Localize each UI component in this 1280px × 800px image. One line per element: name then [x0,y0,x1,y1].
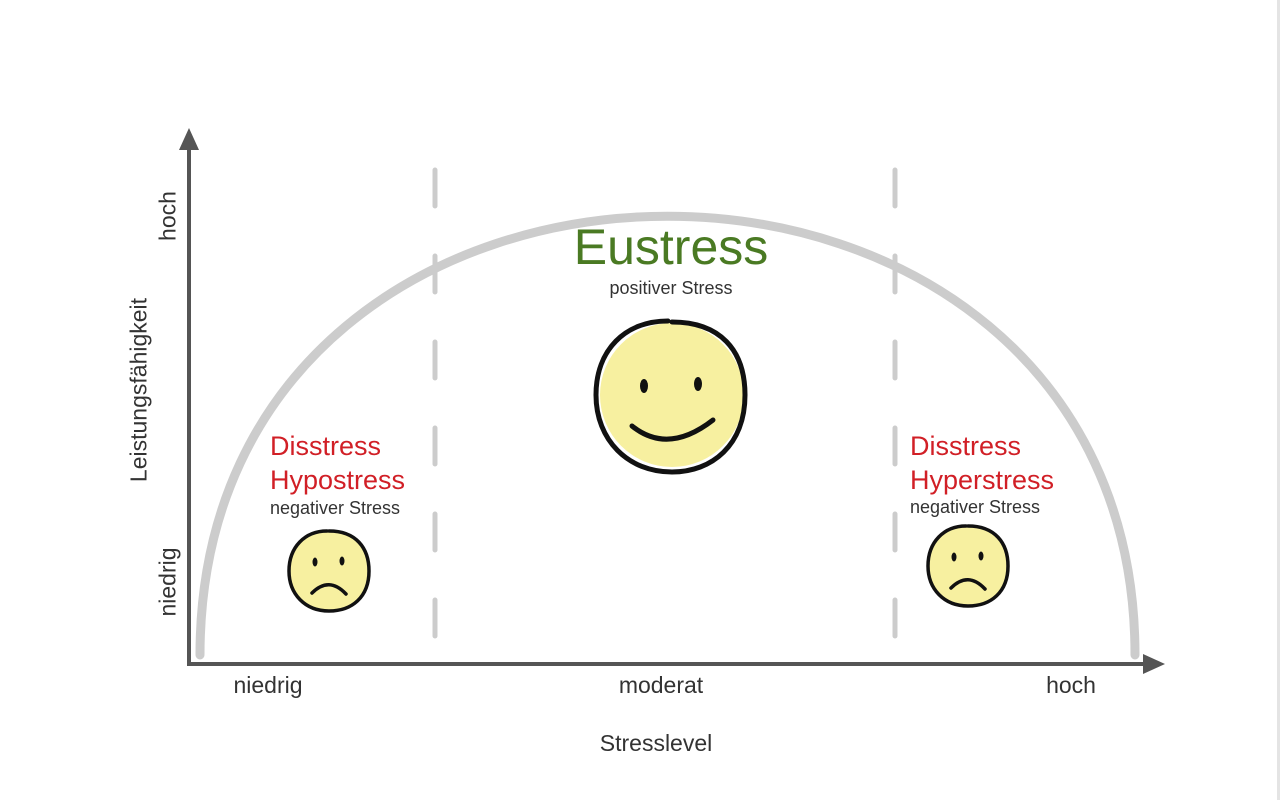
hypostress-title-line2: Hypostress [270,465,406,495]
hypostress-subtitle: negativer Stress [270,498,401,518]
hypostress-title-line1: Disstress [270,431,382,461]
y-tick-low: niedrig [154,547,181,617]
x-axis-arrowhead [1143,654,1165,674]
hyperstress-subtitle: negativer Stress [910,497,1041,517]
hyperstress-title-line2: Hyperstress [910,465,1055,495]
y-tick-high: hoch [154,191,181,241]
x-axis-title: Stresslevel [599,730,713,756]
y-axis-arrowhead [179,128,199,150]
y-axis-title: Leistungsfähigkeit [125,297,152,483]
hyperstress-title-line1: Disstress [910,431,1022,461]
x-tick-low: niedrig [233,672,303,698]
happy-face-icon [593,318,748,475]
eustress-title: Eustress [573,219,769,275]
performance-curve [195,211,1140,660]
sad-face-icon [926,524,1010,608]
right-border [1277,0,1280,800]
eustress-subtitle: positiver Stress [609,278,733,298]
x-tick-high: hoch [1046,672,1096,698]
x-tick-moderate: moderat [618,672,704,698]
sad-face-icon [287,529,371,613]
